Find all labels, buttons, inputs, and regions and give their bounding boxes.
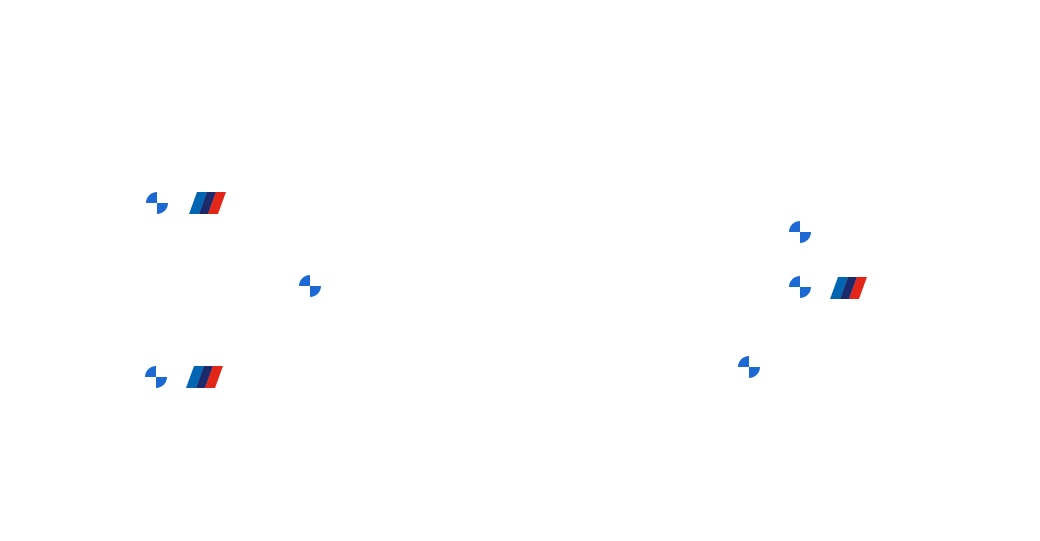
- bmw-roundel-icon: [789, 276, 811, 298]
- bmw-roundel-icon: [789, 221, 811, 243]
- bmw-roundel-icon: [145, 366, 167, 388]
- m-stripes-icon: [186, 366, 223, 388]
- bmw-roundel-icon: [299, 275, 321, 297]
- bmw-roundel-icon: [738, 356, 760, 378]
- m-stripes-icon: [189, 192, 226, 214]
- bmw-roundel-icon: [146, 192, 168, 214]
- m-stripes-icon: [830, 277, 867, 299]
